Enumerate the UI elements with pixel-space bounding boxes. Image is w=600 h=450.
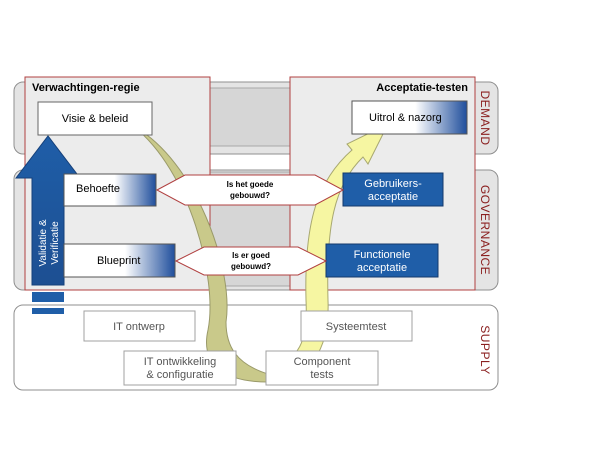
functionele-acceptatie-box bbox=[325, 243, 439, 278]
systeemtest-box bbox=[300, 310, 413, 342]
supply-label: SUPPLY bbox=[478, 325, 492, 374]
demand-label: DEMAND bbox=[478, 90, 492, 145]
gebruikers-acceptatie-box bbox=[342, 172, 444, 207]
visie-label: Visie & beleid bbox=[62, 113, 128, 125]
functionele-label-line2: acceptatie bbox=[357, 262, 407, 274]
it-ontwerp-box bbox=[83, 310, 196, 342]
component-tests-box bbox=[265, 350, 379, 386]
question-hexagon-1 bbox=[155, 174, 345, 206]
center-bar-demand bbox=[209, 87, 291, 147]
functionele-label-line1: Functionele bbox=[354, 249, 411, 261]
question-hexagon-2 bbox=[174, 246, 328, 276]
visie-box bbox=[37, 101, 153, 136]
it-ontwikkeling-line1: IT ontwikkeling bbox=[144, 356, 217, 368]
uitrol-label: Uitrol & nazorg bbox=[369, 112, 442, 124]
it-ontwikkeling-box bbox=[123, 350, 237, 386]
question2-line2: gebouwd? bbox=[231, 262, 271, 271]
question1-line2: gebouwd? bbox=[230, 191, 270, 200]
behoefte-label: Behoefte bbox=[76, 183, 120, 195]
component-line1: Component bbox=[294, 356, 351, 368]
it-ontwikkeling-line2: & configuratie bbox=[146, 369, 213, 381]
systeemtest-label: Systeemtest bbox=[326, 321, 387, 333]
blueprint-box bbox=[63, 243, 176, 278]
gebruikers-label-line2: acceptatie bbox=[368, 191, 418, 203]
question2-line1: Is er goed bbox=[232, 251, 270, 260]
right-column-title: Acceptatie-testen bbox=[376, 82, 468, 94]
it-ontwerp-label: IT ontwerp bbox=[113, 321, 165, 333]
component-line2: tests bbox=[310, 369, 334, 381]
arrow-label-line1: Validatie & bbox=[38, 219, 49, 266]
left-column-title: Verwachtingen-regie bbox=[32, 82, 140, 94]
gebruikers-label-line1: Gebruikers- bbox=[364, 178, 422, 190]
blueprint-label: Blueprint bbox=[97, 255, 140, 267]
uitrol-box bbox=[351, 100, 468, 135]
question1-line1: Is het goede bbox=[227, 180, 274, 189]
arrow-label-line2: Verificatie bbox=[50, 221, 61, 265]
governance-label: GOVERNANCE bbox=[478, 185, 492, 275]
arrow-tail-block bbox=[32, 292, 64, 302]
arrow-tail-stripe bbox=[32, 308, 64, 314]
